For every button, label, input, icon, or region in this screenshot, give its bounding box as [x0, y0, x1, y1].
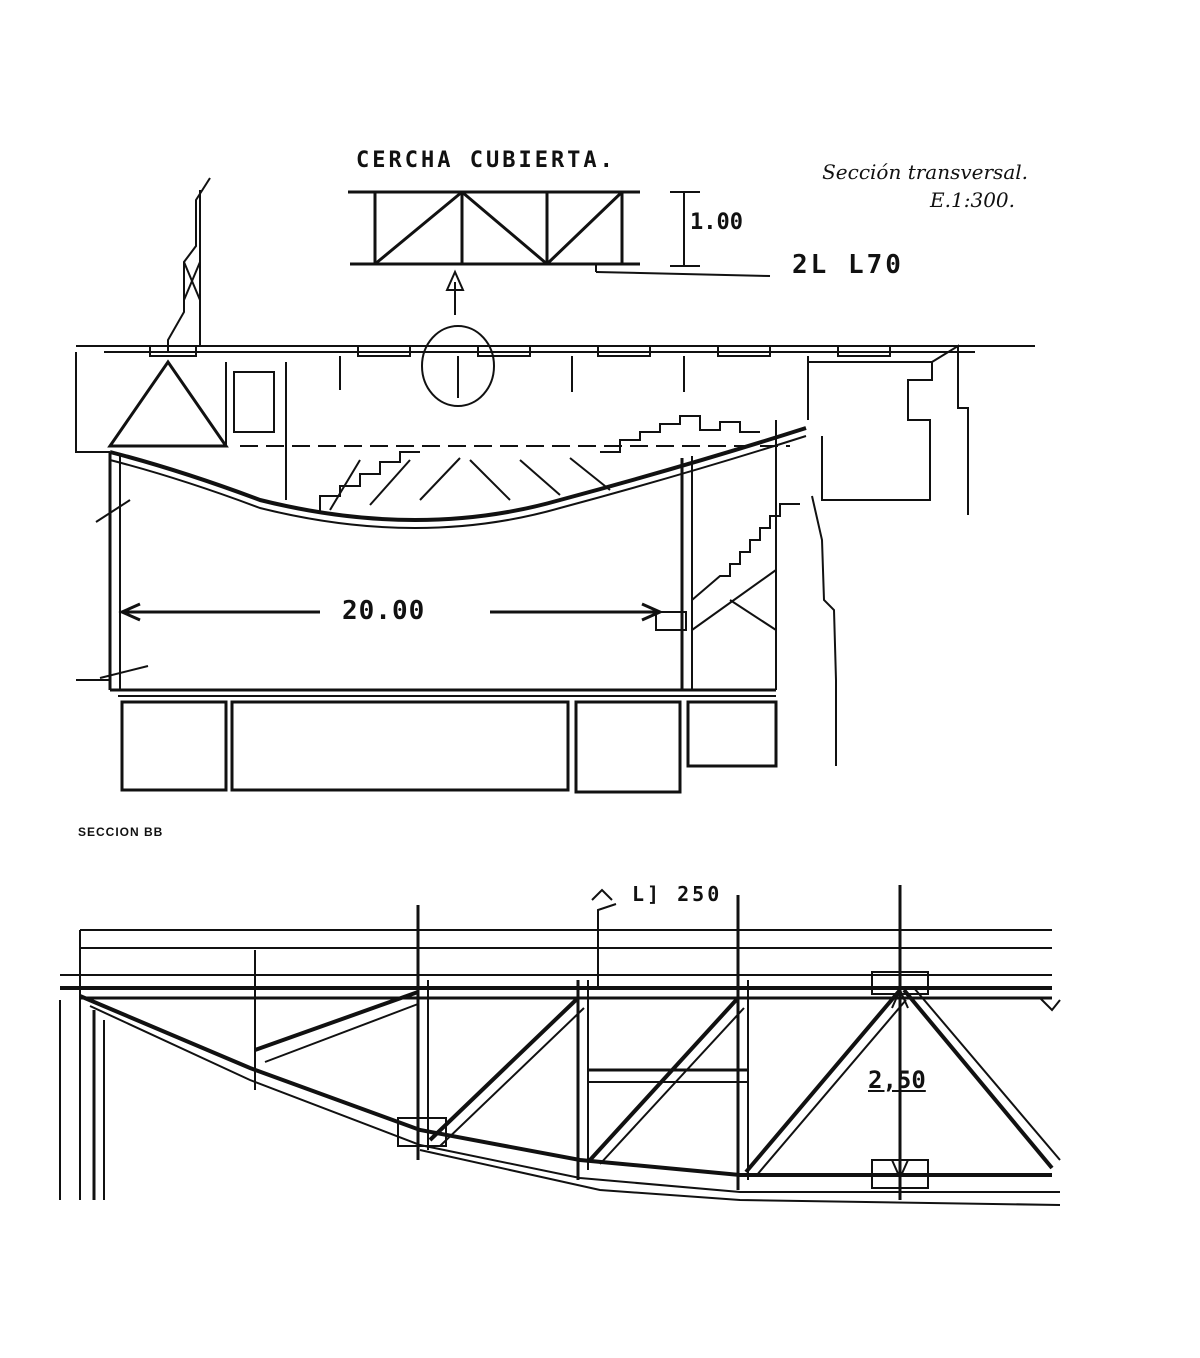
section-title: Sección transversal. — [822, 160, 1028, 184]
section-bb-truss — [59, 885, 1061, 1206]
span-dimension-label: 20.00 — [342, 596, 426, 626]
truss-profile-label: 2L L70 — [792, 250, 904, 280]
truss-height-label: 1.00 — [690, 210, 743, 235]
transverse-section — [75, 177, 1035, 794]
bb-height-label: 2,50 — [868, 1066, 926, 1094]
bb-profile-label: L] 250 — [632, 882, 723, 906]
scale-label: E.1:300. — [930, 188, 1015, 212]
roof-truss-detail — [348, 190, 771, 315]
truss-detail-heading: CERCHA CUBIERTA. — [356, 148, 616, 173]
section-bb-heading: SECCION BB — [78, 825, 164, 839]
